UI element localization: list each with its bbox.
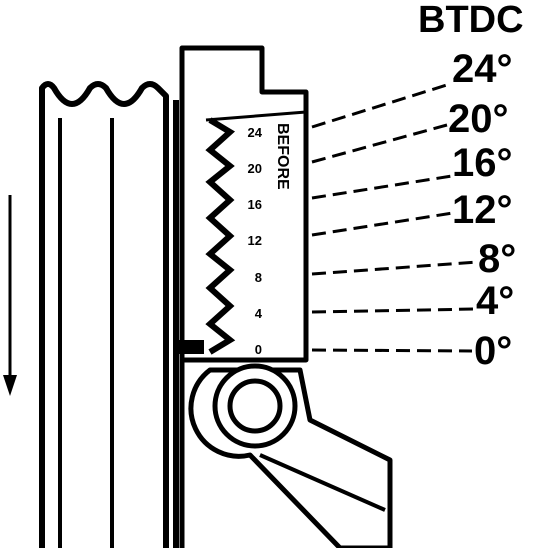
scale-tick-label: 8	[255, 270, 262, 285]
leader-line	[311, 260, 479, 276]
crank-pulley	[39, 81, 179, 548]
leader-lines	[311, 82, 479, 353]
scale-tick-label: 4	[255, 306, 263, 321]
degree-callouts: 24° 20°16°12° 8°4° 0°	[448, 47, 516, 373]
degree-callout: 16°	[452, 141, 513, 185]
mount-boss	[188, 363, 393, 548]
leader-line	[311, 211, 454, 237]
timing-bracket	[176, 45, 309, 548]
leader-line	[311, 123, 448, 164]
degree-callout: 8°	[478, 237, 516, 281]
scale-tick-label: 0	[255, 342, 262, 357]
degree-callout: 20°	[448, 97, 509, 141]
scale-tick-label: 24	[248, 125, 263, 140]
degree-callout: 24°	[452, 47, 513, 91]
degree-callout: 12°	[452, 188, 513, 232]
scale-tick-label: 12	[248, 233, 262, 248]
before-label: BEFORE	[274, 123, 291, 190]
arrow-down-icon	[3, 195, 17, 396]
leader-line	[311, 82, 451, 129]
leader-line	[311, 348, 473, 353]
scale-tick-label: 16	[248, 197, 262, 212]
degree-callout: 4°	[476, 279, 514, 323]
scale-tick-label: 20	[248, 161, 262, 176]
degree-callout: 0°	[474, 329, 512, 373]
btdc-heading: BTDC	[418, 0, 524, 41]
leader-line	[311, 307, 477, 314]
scale-tick-labels: 24 20 16 12 8 4 0	[248, 125, 263, 357]
leader-line	[311, 174, 453, 200]
